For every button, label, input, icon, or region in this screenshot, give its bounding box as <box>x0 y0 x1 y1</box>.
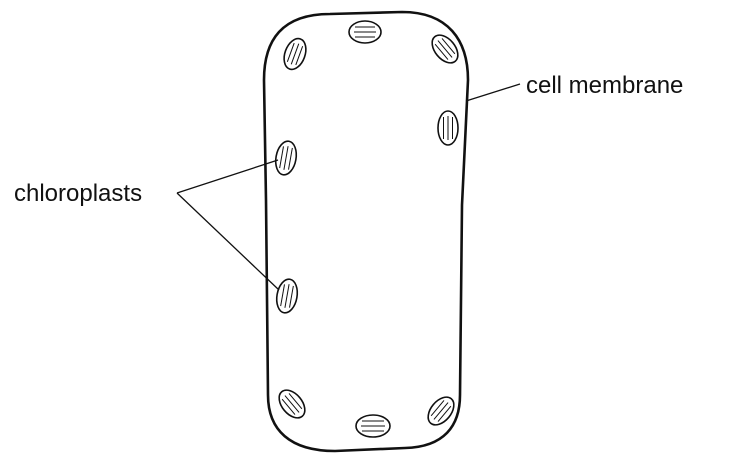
chloroplasts-label: chloroplasts <box>14 180 142 207</box>
cell-membrane-label: cell membrane <box>526 72 683 99</box>
chloroplast <box>274 385 310 422</box>
chloroplast <box>273 140 299 177</box>
chloroplast-group <box>273 21 463 437</box>
cell-membrane-leader <box>466 84 520 101</box>
chloroplast <box>356 415 390 437</box>
chloroplast <box>274 278 300 315</box>
chloroplast-leader-upper <box>177 160 278 193</box>
chloroplast-leader-lower <box>177 193 279 290</box>
chloroplast <box>280 36 310 73</box>
chloroplast <box>349 21 381 43</box>
cell-membrane <box>264 12 468 451</box>
chloroplast <box>438 111 458 145</box>
